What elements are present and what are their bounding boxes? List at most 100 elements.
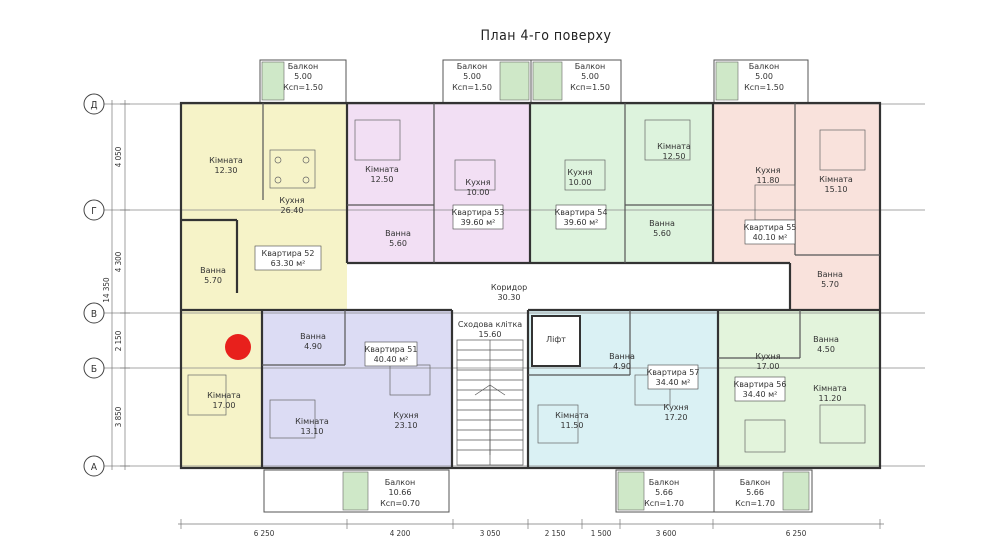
room-area: 12.30 [215, 166, 238, 175]
balcony-6-title: Балкон [649, 478, 679, 487]
dim-bottom-2: 4 200 [390, 529, 411, 538]
room-name: Кімната [813, 384, 847, 393]
room-area: 4.90 [613, 362, 631, 371]
dim-bottom-1: 6 250 [254, 529, 275, 538]
balcony-labels: Балкон 5.00 Ксп=1.50 Балкон 5.00 Ксп=1.5… [283, 62, 784, 508]
room-name: Ванна [813, 335, 839, 344]
apartment-53-fill [347, 103, 530, 263]
balcony-6-area: 5.66 [655, 488, 673, 497]
room-name: Ванна [385, 229, 411, 238]
dim-bottom-4: 2 150 [545, 529, 566, 538]
apartment-51-area: 40.40 м² [374, 355, 409, 364]
room-area: 5.70 [821, 280, 839, 289]
room-name: Кімната [365, 165, 399, 174]
room-area: 10.00 [569, 178, 592, 187]
room-area: 12.50 [371, 175, 394, 184]
room-area: 23.10 [395, 421, 418, 430]
room-area: 4.90 [304, 342, 322, 351]
balcony-4-title: Балкон [749, 62, 779, 71]
room-name: Кімната [657, 142, 691, 151]
dim-bottom-3: 3 050 [480, 529, 501, 538]
room-name: Кухня [663, 403, 688, 412]
apartment-52-fill [181, 103, 347, 468]
axis-label-d: Д [90, 100, 97, 111]
balcony-1-area: 5.00 [294, 72, 312, 81]
room-area: 11.50 [561, 421, 584, 430]
dim-left-3: 2 150 [114, 330, 123, 351]
balcony-4-area: 5.00 [755, 72, 773, 81]
dim-left-4: 3 850 [114, 406, 123, 427]
apartment-53-area: 39.60 м² [461, 218, 496, 227]
room-name: Кухня [393, 411, 418, 420]
apartment-52-label: Квартира 52 [262, 249, 315, 258]
plan-title: План 4-го поверху [481, 28, 612, 44]
balcony-3-title: Балкон [575, 62, 605, 71]
room-area: 10.00 [467, 188, 490, 197]
lift-label: Ліфт [546, 335, 566, 344]
apartment-56-area: 34.40 м² [743, 390, 778, 399]
room-area: 12.50 [663, 152, 686, 161]
apartment-54-label: Квартира 54 [555, 208, 608, 217]
apartment-57-label: Квартира 57 [647, 368, 700, 377]
axis-markers: Д Г В Б А [83, 93, 105, 477]
room-area: 11.80 [757, 176, 780, 185]
walls [179, 101, 882, 470]
room-name: Кімната [209, 156, 243, 165]
left-dimensions [111, 100, 130, 470]
location-marker [225, 334, 251, 360]
apartment-52-area: 63.30 м² [271, 259, 306, 268]
balcony-3-area: 5.00 [581, 72, 599, 81]
apartment-55-area: 40.10 м² [753, 233, 788, 242]
dim-left-2: 4 300 [114, 251, 123, 272]
room-area: 15.10 [825, 185, 848, 194]
axis-label-a: А [91, 462, 98, 473]
apartment-51-label: Квартира 51 [365, 345, 418, 354]
room-area: 5.60 [653, 229, 671, 238]
balcony-1-coef: Ксп=1.50 [283, 83, 323, 92]
room-area: 17.20 [665, 413, 688, 422]
bottom-dimensions [178, 519, 884, 529]
room-name: Кухня [567, 168, 592, 177]
room-labels: Кімната 12.30 Кухня 26.40 Ванна 5.70 Кім… [200, 142, 853, 436]
room-area: 4.50 [817, 345, 835, 354]
apartment-55-fill [713, 103, 880, 310]
room-name: Кімната [555, 411, 589, 420]
room-area: 17.00 [213, 401, 236, 410]
axis-label-b: Б [91, 364, 97, 375]
balcony-1-title: Балкон [288, 62, 318, 71]
balcony-2-title: Балкон [457, 62, 487, 71]
balcony-5-coef: Ксп=0.70 [380, 499, 420, 508]
room-area: 5.60 [389, 239, 407, 248]
room-name: Ванна [200, 266, 226, 275]
axis-label-v: В [91, 309, 97, 320]
balcony-5-area: 10.66 [389, 488, 412, 497]
stair-area: 15.60 [479, 330, 502, 339]
corridor-area: 30.30 [498, 293, 521, 302]
apartment-51-fill [262, 310, 452, 468]
staircase [456, 339, 524, 466]
room-name: Ванна [300, 332, 326, 341]
balcony-4-coef: Ксп=1.50 [744, 83, 784, 92]
balcony-3-coef: Ксп=1.50 [570, 83, 610, 92]
dim-bottom-7: 6 250 [786, 529, 807, 538]
apartment-labels [254, 204, 796, 402]
room-name: Кухня [465, 178, 490, 187]
room-area: 17.00 [757, 362, 780, 371]
apartment-56-label: Квартира 56 [734, 380, 787, 389]
apartment-53-label: Квартира 53 [452, 208, 505, 217]
balcony-7-area: 5.66 [746, 488, 764, 497]
apartment-fills [181, 103, 880, 468]
room-area: 11.20 [819, 394, 842, 403]
apartment-54-area: 39.60 м² [564, 218, 599, 227]
room-name: Кухня [279, 196, 304, 205]
room-name: Кімната [295, 417, 329, 426]
room-name: Кімната [819, 175, 853, 184]
stair-label: Сходова клітка [458, 320, 522, 329]
dim-left-1: 4 050 [114, 146, 123, 167]
apartment-55-label: Квартира 55 [744, 223, 797, 232]
interior-walls [262, 103, 880, 376]
room-name: Ванна [649, 219, 675, 228]
lift-shaft [531, 315, 581, 367]
balcony-hatches [261, 61, 810, 511]
